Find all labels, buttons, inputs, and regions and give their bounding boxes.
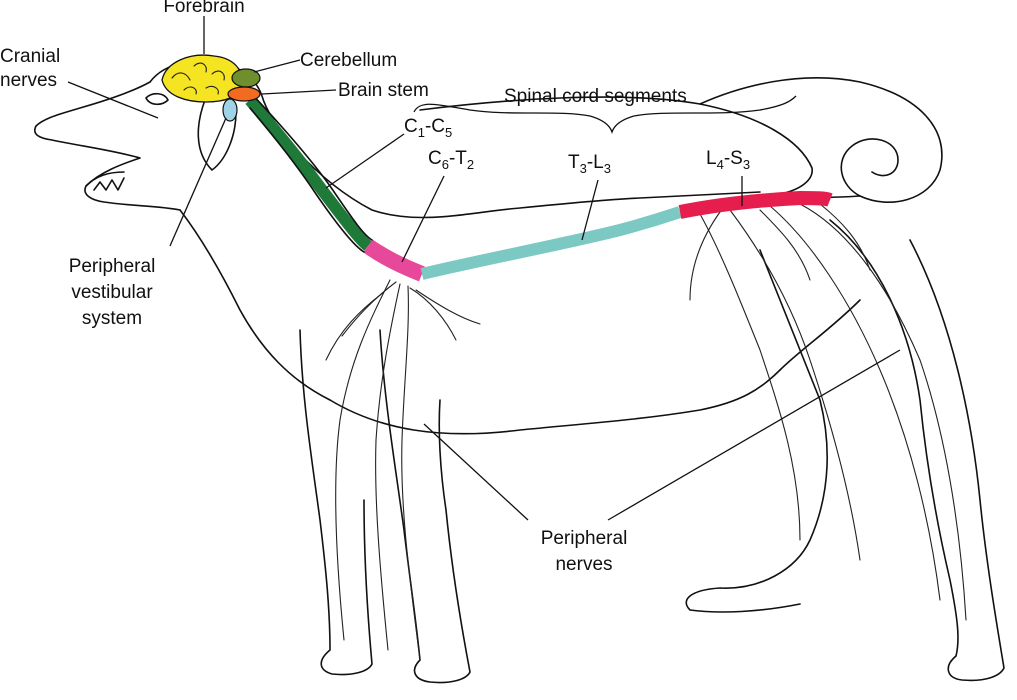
front-leg-left xyxy=(299,329,373,676)
flank-outline xyxy=(779,299,861,371)
vestibular-region xyxy=(222,98,238,122)
segment-label-c6-t2: C6-T2 xyxy=(428,148,474,172)
peripheral-vestibular-label-line3: system xyxy=(82,308,142,329)
brain-stem-label: Brain stem xyxy=(338,80,429,101)
cranial-nerves-label-line2: nerves xyxy=(0,70,57,91)
chest-outline xyxy=(179,209,331,401)
hind-leg-left xyxy=(685,249,828,613)
dog-outline xyxy=(34,60,1005,684)
mouth-outline xyxy=(85,171,125,191)
forebrain-label: Forebrain xyxy=(163,0,244,17)
peripheral-vestibular-label-line1: Peripheral xyxy=(69,256,156,277)
peripheral-vestibular-label-line2: vestibular xyxy=(71,282,153,303)
cervicothoracic-segment-band xyxy=(363,239,425,282)
cervical-segment-band xyxy=(245,96,372,251)
thoracolumbar-segment-band xyxy=(420,206,682,280)
leader-lines xyxy=(67,16,901,521)
tail-outline xyxy=(699,77,943,203)
lumbosacral-segment-band xyxy=(678,190,833,219)
brain-stem-region xyxy=(227,86,261,102)
peripheral-nerves-label-line2: nerves xyxy=(555,554,612,575)
ear-outline xyxy=(197,99,237,171)
spinal-cord-outline xyxy=(249,91,373,253)
segment-label-t3-l3: T3-L3 xyxy=(568,152,611,176)
spinal-cord-brace xyxy=(413,95,797,135)
peripheral-nerves-label-line1: Peripheral xyxy=(541,528,628,549)
cranial-nerves-label-line1: Cranial xyxy=(0,46,60,67)
spinal-cord xyxy=(245,91,833,282)
belly-outline xyxy=(329,369,781,435)
front-leg-right xyxy=(379,329,471,684)
muzzle-outline xyxy=(34,81,181,211)
eye-outline xyxy=(145,92,169,106)
cerebellum-label: Cerebellum xyxy=(300,50,397,71)
spinal-cord-segments-label: Spinal cord segments xyxy=(504,86,687,107)
segment-label-l4-s3: L4-S3 xyxy=(706,148,750,172)
labels: Forebrain Cranial nerves Cerebellum Brai… xyxy=(0,0,750,575)
hind-leg-right xyxy=(829,219,1005,682)
forebrain-gyri xyxy=(171,62,225,95)
segment-label-c1-c5: C1-C5 xyxy=(404,116,452,140)
peripheral-nerve-network xyxy=(325,203,967,661)
brain xyxy=(161,54,261,122)
